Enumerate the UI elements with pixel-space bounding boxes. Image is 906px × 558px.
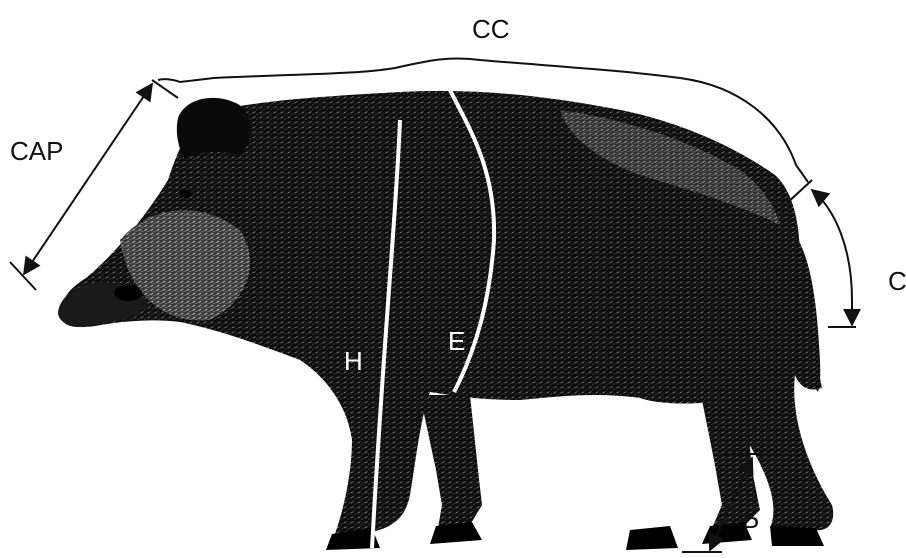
eye: [180, 190, 192, 198]
label-cc: CC: [472, 14, 510, 44]
boar-illustration: [58, 91, 833, 550]
label-e: E: [448, 326, 465, 356]
far-front-leg: [420, 395, 482, 528]
hoof-hind-near: [770, 526, 824, 546]
cap-tick-bottom: [10, 262, 36, 290]
label-h: H: [344, 346, 363, 376]
hoof-hind-mid: [626, 526, 678, 550]
nostril: [114, 285, 142, 301]
cap-tick-top: [152, 80, 178, 98]
ear: [177, 98, 251, 160]
hoof-front-far: [430, 522, 482, 544]
tail-tick-start: [786, 180, 812, 204]
label-p: P: [742, 511, 759, 541]
tail-arc: [812, 190, 852, 325]
label-tail: C: [888, 266, 906, 296]
label-cap: CAP: [10, 136, 63, 166]
